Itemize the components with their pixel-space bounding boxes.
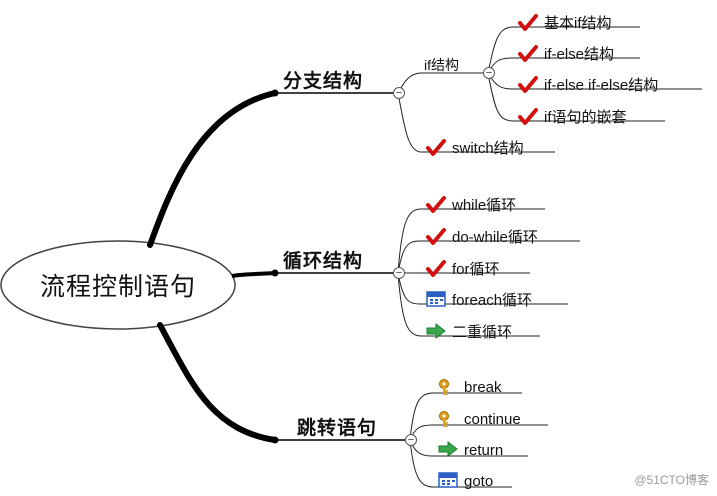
check-icon <box>518 44 538 63</box>
branch-jump-statements[interactable]: 跳转语句 <box>297 418 378 439</box>
leaf-label: while循环 <box>452 197 517 214</box>
loop-to-leaf-5 <box>397 272 540 337</box>
loop-to-leaf-1 <box>397 208 545 274</box>
leaf-label: do-while循环 <box>452 229 538 246</box>
sub-if-structure[interactable]: if结构 <box>424 57 459 73</box>
leaf-label: if-else结构 <box>544 46 615 63</box>
leaf-item[interactable]: if-else if-else结构 <box>518 74 658 95</box>
branch-1-to-if <box>397 72 488 94</box>
if-collapse-toggle[interactable]: − <box>483 67 495 79</box>
leaf-label: switch结构 <box>452 140 524 157</box>
check-icon <box>426 259 446 278</box>
arrow-right-icon <box>438 441 458 459</box>
trunk-branch-3 <box>157 322 278 443</box>
arrow-right-icon <box>426 322 446 341</box>
leaf-item[interactable]: 基本if结构 <box>518 12 612 33</box>
leaf-item[interactable]: switch结构 <box>426 137 524 158</box>
branch-loop-structure[interactable]: 循环结构 <box>283 251 364 272</box>
check-icon <box>518 13 538 32</box>
watermark: @51CTO博客 <box>634 473 709 487</box>
check-icon <box>426 195 446 214</box>
leaf-label: foreach循环 <box>452 292 533 309</box>
branch-3-collapse-toggle[interactable]: − <box>405 434 417 446</box>
leaf-item[interactable]: 二重循环 <box>426 321 512 342</box>
root-node-ellipse <box>0 240 236 330</box>
leaf-item[interactable]: goto <box>438 472 493 490</box>
leaf-item[interactable]: while循环 <box>426 194 516 215</box>
loop-to-leaf-2 <box>397 240 580 274</box>
root-node[interactable]: 流程控制语句 <box>39 273 196 301</box>
leaf-label: for循环 <box>452 261 500 278</box>
leaf-item[interactable]: foreach循环 <box>426 289 532 310</box>
leaf-label: continue <box>464 410 521 428</box>
jump-to-leaf-1 <box>409 392 522 441</box>
calendar-icon <box>438 472 458 490</box>
if-to-leaf-4 <box>487 72 665 122</box>
leaf-item[interactable]: continue <box>438 410 521 428</box>
branch-1-collapse-toggle[interactable]: − <box>393 87 405 99</box>
leaf-label: goto <box>464 472 494 490</box>
leaf-label: 二重循环 <box>452 324 513 341</box>
leaf-item[interactable]: return <box>438 441 503 459</box>
leaf-item[interactable]: if语句的嵌套 <box>518 106 627 127</box>
leaf-item[interactable]: for循环 <box>426 258 500 279</box>
calendar-icon <box>426 290 446 309</box>
if-to-leaf-1 <box>487 26 640 74</box>
check-icon <box>518 75 538 94</box>
check-icon <box>518 107 538 126</box>
trunk-branch-1 <box>147 90 278 248</box>
check-icon <box>426 138 446 157</box>
leaf-item[interactable]: break <box>438 378 502 396</box>
leaf-label: break <box>464 378 502 396</box>
key-icon <box>438 378 458 396</box>
check-icon <box>426 227 446 246</box>
key-icon <box>438 410 458 428</box>
leaf-label: if语句的嵌套 <box>544 109 627 126</box>
trunk-branch-2 <box>231 271 276 278</box>
branch-2-collapse-toggle[interactable]: − <box>393 267 405 279</box>
branch-branch-structure[interactable]: 分支结构 <box>283 71 364 92</box>
branch-1-to-switch <box>397 92 555 153</box>
leaf-item[interactable]: do-while循环 <box>426 226 538 247</box>
loop-to-leaf-4 <box>397 272 568 305</box>
leaf-label: return <box>464 441 504 459</box>
leaf-label: 基本if结构 <box>544 15 612 32</box>
leaf-label: if-else if-else结构 <box>544 77 659 94</box>
jump-to-leaf-4 <box>409 439 512 488</box>
leaf-item[interactable]: if-else结构 <box>518 43 614 64</box>
